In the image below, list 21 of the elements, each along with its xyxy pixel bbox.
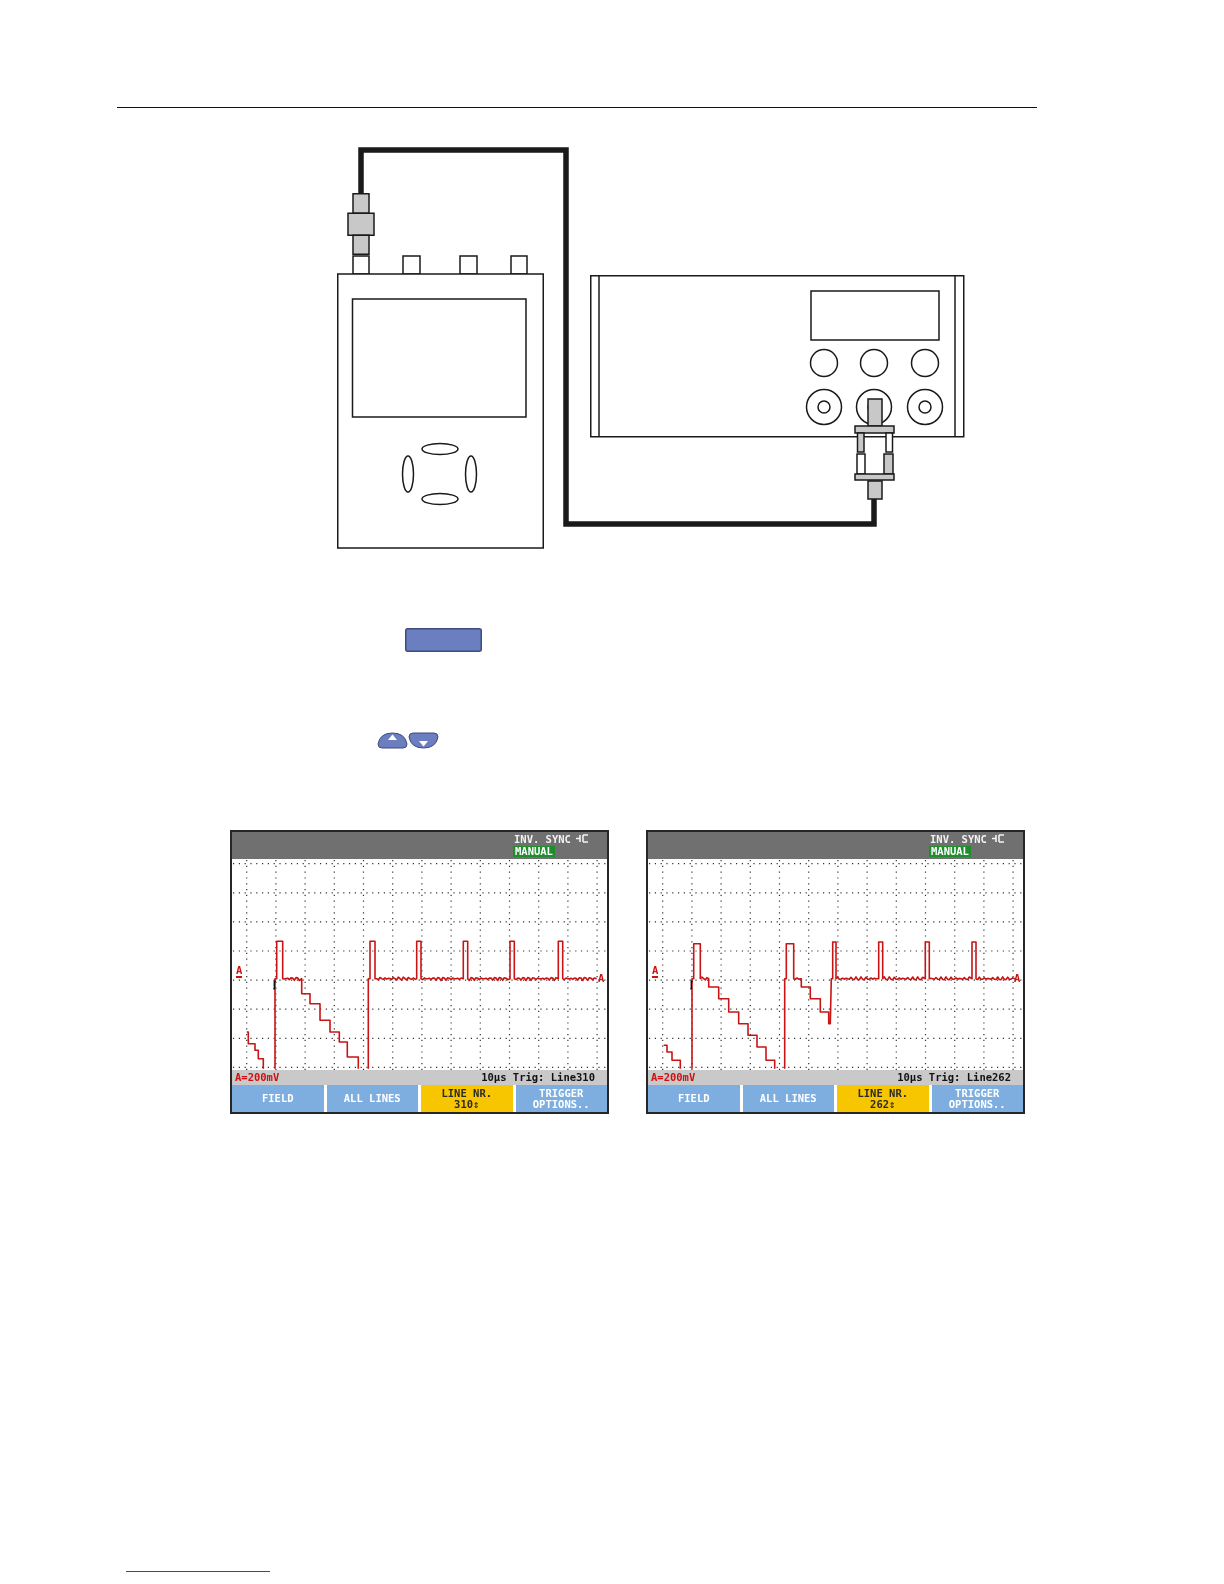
trace-marker: A: [1014, 973, 1021, 984]
softkey: ALL LINES: [326, 1085, 418, 1112]
softkey: FIELD: [648, 1085, 740, 1112]
softkey: FIELD: [232, 1085, 324, 1112]
range-readout: A=200mV: [651, 1071, 696, 1083]
range-readout: A=200mV: [235, 1071, 280, 1083]
trace-marker: A: [598, 973, 605, 984]
handheld-instrument-drawing: [337, 193, 545, 549]
timebase-readout: 10µs Trig: Line310: [481, 1071, 595, 1083]
cable-line: [358, 147, 877, 527]
bench-instrument-drawing: [590, 275, 965, 500]
sync-mode-text: INV. SYNC: [514, 833, 571, 845]
softkey: ALL LINES: [742, 1085, 834, 1112]
sync-mode-text: INV. SYNC: [930, 833, 987, 845]
softkey: LINE NR. 262⇕: [837, 1085, 929, 1112]
softkey: TRIGGER OPTIONS..: [931, 1085, 1023, 1112]
softkey: TRIGGER OPTIONS..: [515, 1085, 607, 1112]
mode-badge: MANUAL: [929, 846, 971, 857]
softkey: LINE NR. 310⇕: [421, 1085, 513, 1112]
timebase-readout: 10µs Trig: Line262: [897, 1071, 1011, 1083]
mode-badge: MANUAL: [513, 846, 555, 857]
